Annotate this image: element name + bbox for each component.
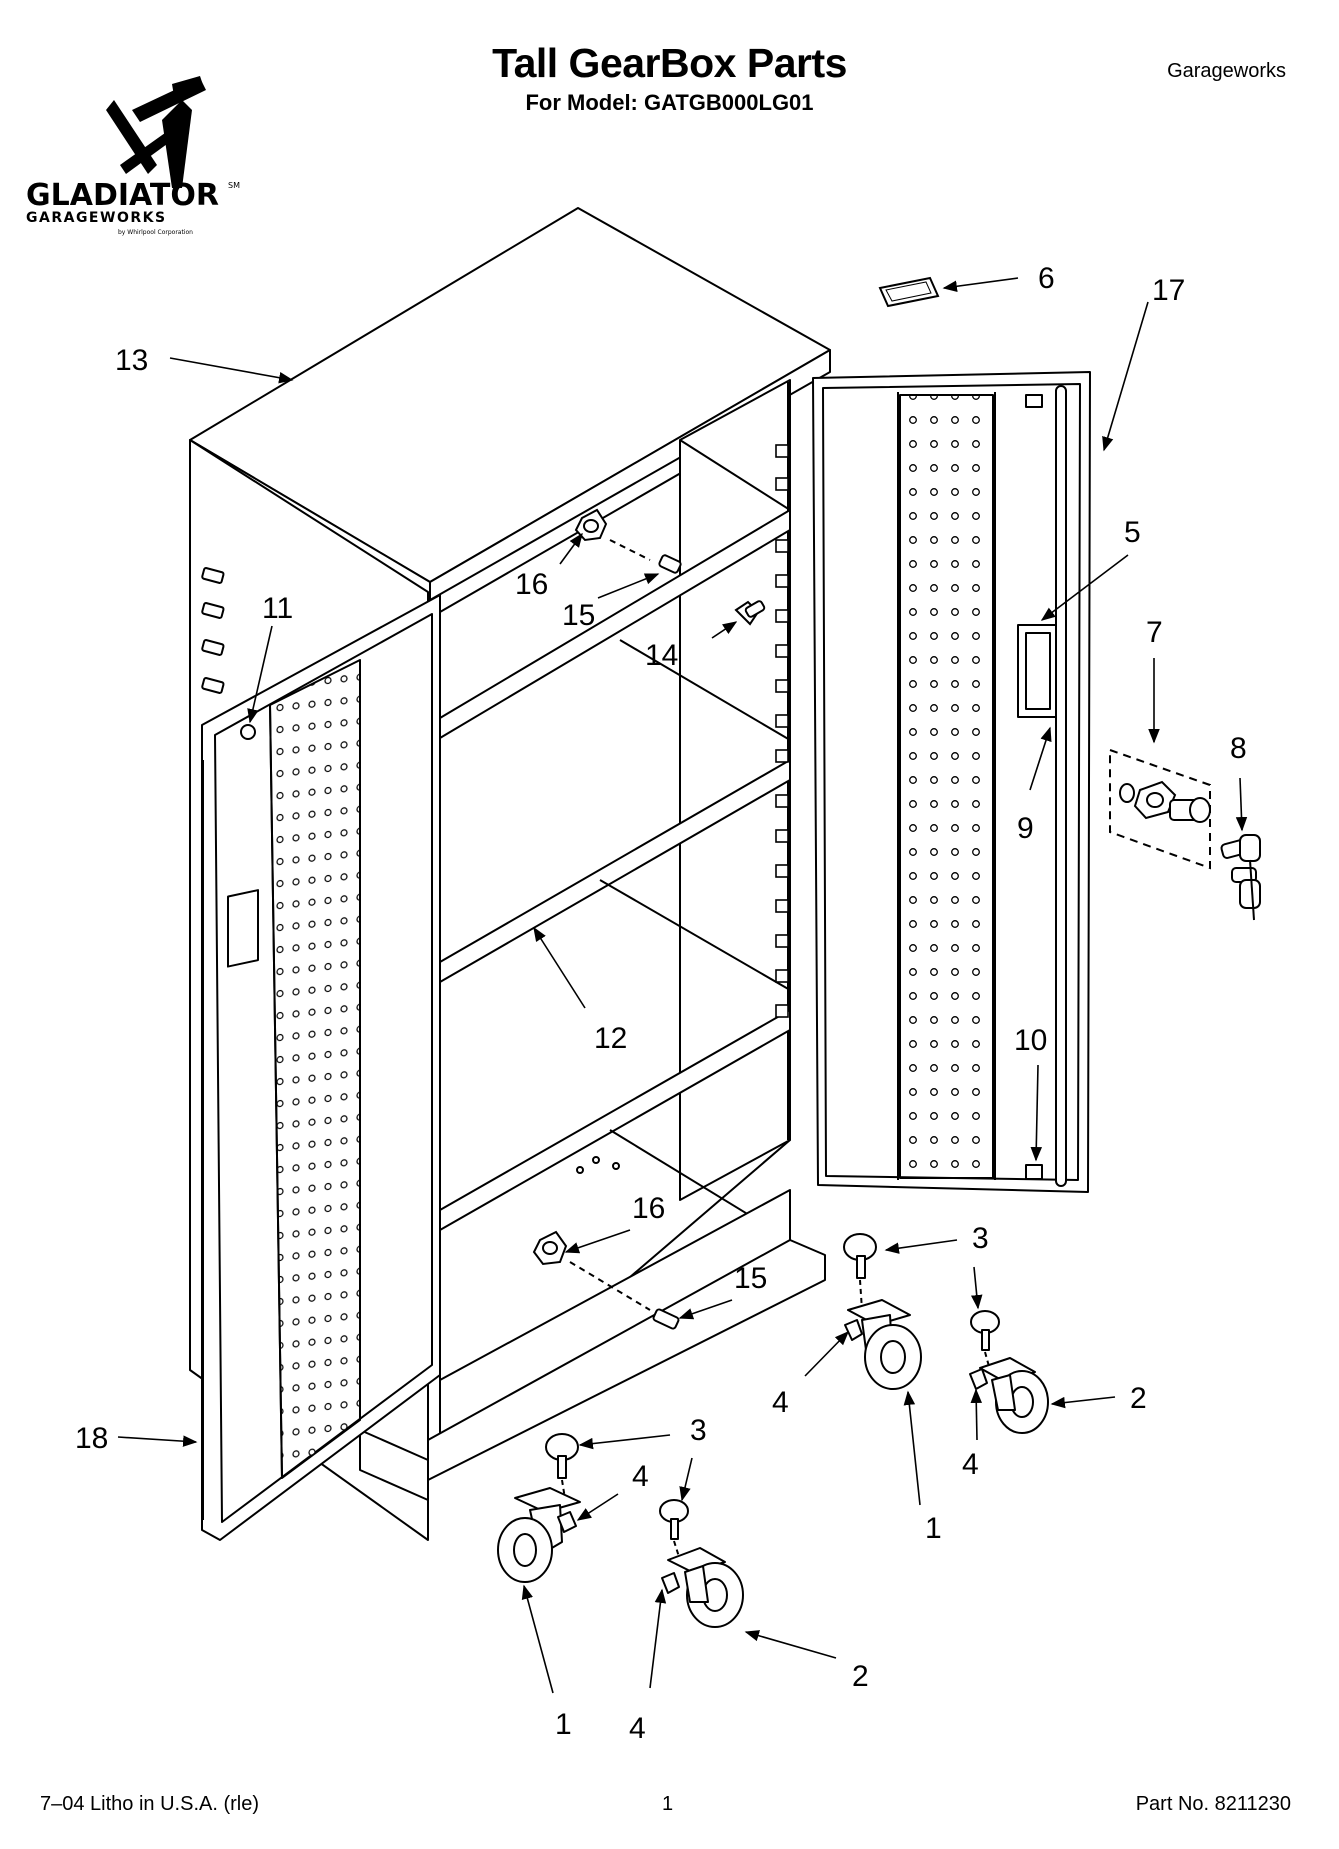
screw-part-15-upper xyxy=(658,554,682,574)
page-number: 1 xyxy=(662,1793,674,1815)
callout-2-lower: 2 xyxy=(852,1660,869,1693)
callout-1-upper: 1 xyxy=(925,1512,942,1545)
latch-part-10 xyxy=(1025,1164,1043,1180)
leader-lines xyxy=(117,277,1248,1694)
left-door xyxy=(201,594,441,1541)
logo-garageworks: GARAGEWORKS xyxy=(26,210,167,226)
callout-17: 17 xyxy=(1152,274,1185,307)
litho-note: 7–04 Litho in U.S.A. (rle) xyxy=(40,1793,259,1815)
logo-wordmark: GLADIATOR xyxy=(26,178,219,213)
callout-4-lower-right: 4 xyxy=(632,1460,649,1493)
gladiator-logo: GLADIATOR SM GARAGEWORKS by Whirlpool Co… xyxy=(26,76,240,236)
model-subtitle: For Model: GATGB000LG01 xyxy=(525,90,814,115)
callout-labels: 13 6 17 5 7 8 9 10 11 12 14 15 16 16 15 … xyxy=(75,262,1247,1745)
callout-10: 10 xyxy=(1014,1024,1047,1057)
lock-assembly-part-7 xyxy=(1109,748,1211,870)
brand-label: Garageworks xyxy=(1167,60,1286,82)
callout-14: 14 xyxy=(645,639,678,672)
right-door xyxy=(812,371,1091,1193)
callout-13: 13 xyxy=(115,344,148,377)
callout-5: 5 xyxy=(1124,516,1141,549)
callout-4-upper-left: 4 xyxy=(772,1386,789,1419)
page-title: Tall GearBox Parts xyxy=(492,40,847,86)
keys-part-8 xyxy=(1220,834,1261,921)
caster-rigid-right xyxy=(969,1310,1049,1434)
callout-11: 11 xyxy=(262,592,293,625)
left-door-handle xyxy=(227,889,259,968)
part-number: Part No. 8211230 xyxy=(1135,1793,1291,1815)
shelf-hardware xyxy=(532,508,766,1330)
casters xyxy=(497,1233,1049,1628)
caster-rigid-left xyxy=(659,1499,744,1628)
door-bumper-part-11 xyxy=(240,724,256,740)
lock-rod-part-9 xyxy=(1055,385,1067,1187)
callout-4-lower-left: 4 xyxy=(629,1712,646,1745)
callout-3-lower: 3 xyxy=(690,1414,707,1447)
callout-15-lower: 15 xyxy=(734,1262,767,1295)
callout-7: 7 xyxy=(1146,616,1163,649)
callout-18: 18 xyxy=(75,1422,108,1455)
callout-16-lower: 16 xyxy=(632,1192,665,1225)
callout-8: 8 xyxy=(1230,732,1247,765)
callout-4-upper-right: 4 xyxy=(962,1448,979,1481)
svg-text:SM: SM xyxy=(228,181,240,190)
callout-16-upper: 16 xyxy=(515,568,548,601)
callout-15-upper: 15 xyxy=(562,599,595,632)
screw-part-15-lower xyxy=(652,1308,680,1330)
caster-swivel-right xyxy=(843,1233,922,1390)
caster-swivel-left xyxy=(497,1433,581,1583)
callout-1-lower: 1 xyxy=(555,1708,572,1741)
logo-emblem-icon xyxy=(106,76,206,188)
shelf-slot-tabs xyxy=(775,444,789,1018)
logo-whirlpool: by Whirlpool Corporation xyxy=(118,229,193,236)
callout-3-upper: 3 xyxy=(972,1222,989,1255)
callout-6: 6 xyxy=(1038,262,1055,295)
callout-9: 9 xyxy=(1017,812,1034,845)
callout-2-upper: 2 xyxy=(1130,1382,1147,1415)
callout-12: 12 xyxy=(594,1022,627,1055)
